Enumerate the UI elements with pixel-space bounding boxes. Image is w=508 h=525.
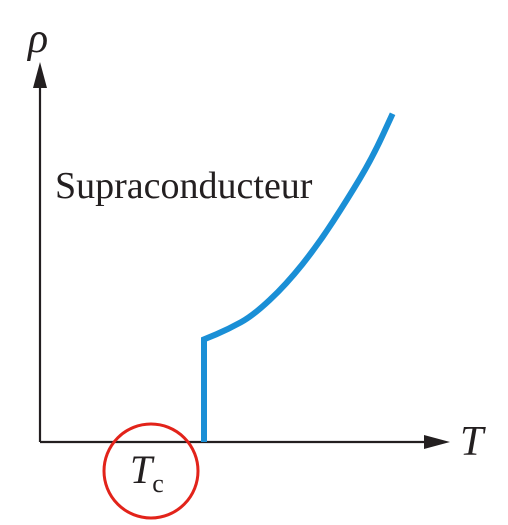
x-axis-label: T [460,419,486,465]
critical-temperature-symbol: T [130,447,155,492]
resistivity-curve [201,112,396,442]
critical-temperature-highlight-circle [102,422,200,520]
y-axis-arrowhead [33,62,47,88]
critical-temperature-label: Tc [130,447,164,498]
x-axis-arrowhead [424,435,450,449]
superconductor-annotation: Supraconducteur [55,165,313,207]
y-axis-label: ρ [26,16,48,62]
critical-temperature-subscript: c [152,469,164,498]
